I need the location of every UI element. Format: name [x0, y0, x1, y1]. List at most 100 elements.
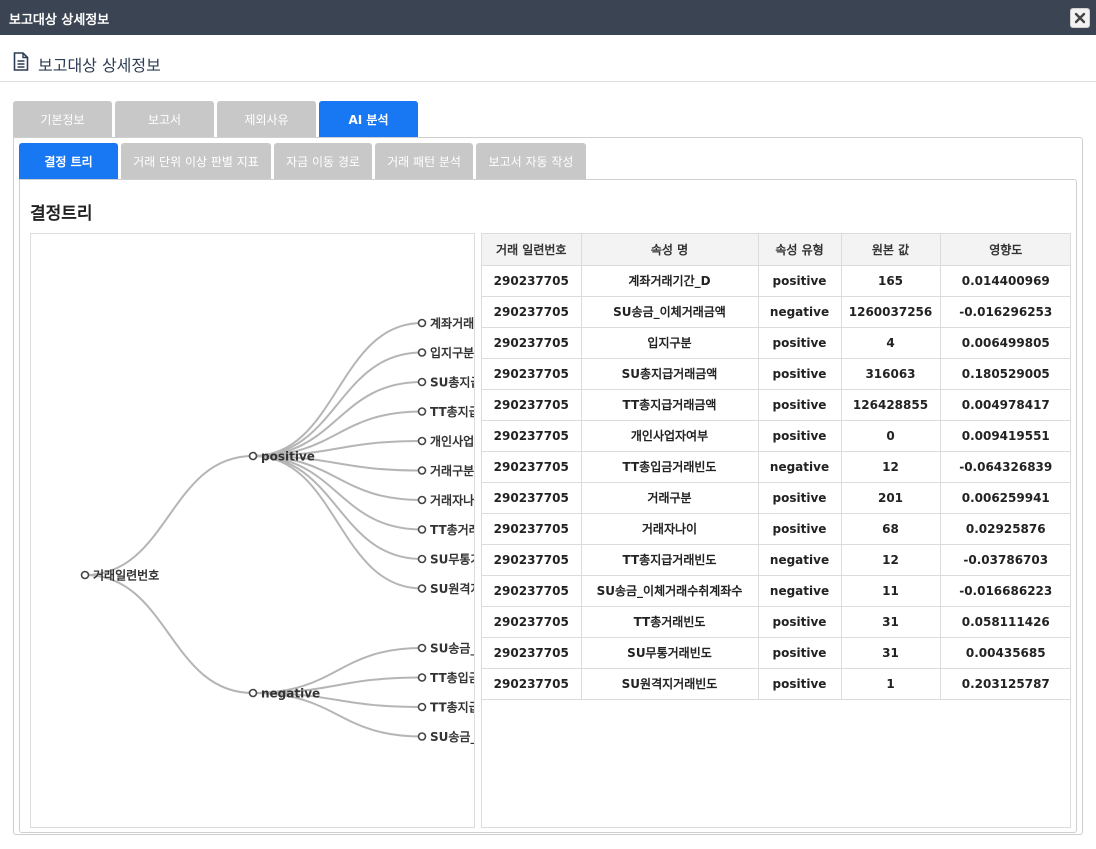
- tree-leaf-marker: [417, 407, 427, 416]
- col-header: 속성 명: [581, 234, 759, 266]
- tab-basic-info[interactable]: 기본정보: [13, 101, 112, 137]
- table-cell: 0.006499805: [940, 327, 1070, 359]
- tab-decision-tree[interactable]: 결정 트리: [19, 143, 118, 179]
- table-cell: negative: [758, 296, 842, 328]
- table-cell: TT총입금거래빈도: [581, 451, 759, 483]
- page-header: 보고대상 상세정보: [0, 35, 1096, 82]
- tree-link: [252, 676, 423, 694]
- table-cell: positive: [758, 265, 842, 297]
- table-cell: 거래구분: [581, 482, 759, 514]
- tab-label: 제외사유: [244, 112, 289, 127]
- tree-leaf-marker: [417, 584, 427, 593]
- table-cell: 290237705: [482, 451, 582, 483]
- tree-leaf-marker: [417, 495, 427, 505]
- table-cell: positive: [758, 389, 842, 421]
- table-cell: 0.02925876: [940, 513, 1070, 545]
- table-cell: -0.064326839: [940, 451, 1070, 483]
- tree-branch-label: negative: [261, 687, 320, 701]
- tab-report[interactable]: 보고서: [115, 101, 214, 137]
- table-cell: 거래자나이: [581, 513, 759, 545]
- tree-nodes: 거래일련번호positive계좌거래입지구분SU총지급TT총지급개인사업거래구분…: [80, 316, 475, 745]
- table-cell: positive: [758, 420, 842, 452]
- document-icon: [13, 52, 29, 71]
- tree-link: [252, 455, 423, 501]
- close-icon: [1074, 12, 1086, 24]
- tree-leaf-label: TT총지급: [430, 700, 475, 715]
- tab-label: 보고서: [147, 112, 182, 127]
- page-title: 보고대상 상세정보: [38, 56, 161, 75]
- tab-report-autogen[interactable]: 보고서 자동 작성: [476, 143, 586, 179]
- table-cell: positive: [758, 513, 842, 545]
- table-cell: 입지구분: [581, 327, 759, 359]
- tree-leaf-label: 입지구분: [430, 345, 474, 360]
- tree-link: [252, 455, 423, 560]
- tree-link: [252, 322, 423, 457]
- col-header: 거래 일련번호: [482, 234, 582, 266]
- table-cell: 290237705: [482, 606, 582, 638]
- table-cell: 31: [841, 606, 941, 638]
- tab-pattern-analysis[interactable]: 거래 패턴 분석: [375, 143, 473, 179]
- table-cell: positive: [758, 482, 842, 514]
- table-cell: 290237705: [482, 265, 582, 297]
- close-button[interactable]: [1070, 8, 1090, 28]
- decision-tree-panel[interactable]: 거래일련번호positive계좌거래입지구분SU총지급TT총지급개인사업거래구분…: [30, 233, 475, 828]
- tree-link: [252, 440, 423, 457]
- tree-leaf-marker: [417, 554, 427, 564]
- tree-leaf-label: SU원격지: [430, 581, 475, 596]
- tree-leaf-label: TT총거래: [430, 522, 475, 537]
- tree-leaf-marker: [417, 702, 427, 712]
- tab-label: 기본정보: [40, 112, 85, 127]
- table-cell: -0.016686223: [940, 575, 1070, 607]
- tree-links: [84, 322, 423, 738]
- tab-label: 거래 단위 이상 판별 지표: [133, 154, 259, 169]
- table-cell: 290237705: [482, 327, 582, 359]
- table-cell: TT총지급거래금액: [581, 389, 759, 421]
- tab-fund-flow-path[interactable]: 자금 이동 경로: [274, 143, 372, 179]
- tree-leaf-label: TT총입금: [430, 670, 475, 685]
- tree-link: [252, 381, 423, 457]
- table-header-row: 거래 일련번호 속성 명 속성 유형 원본 값 영향도: [482, 234, 1070, 266]
- table-cell: 개인사업자여부: [581, 420, 759, 452]
- table-cell: SU송금_이체거래금액: [581, 296, 759, 328]
- tab-anomaly-indicator[interactable]: 거래 단위 이상 판별 지표: [121, 143, 271, 179]
- tree-leaf-marker: [417, 377, 427, 387]
- tree-leaf-marker: [417, 318, 427, 328]
- tab-label: AI 분석: [348, 112, 389, 127]
- tree-link: [252, 455, 423, 472]
- table-cell: 31: [841, 637, 941, 669]
- tree-leaf-label: 개인사업: [430, 434, 474, 449]
- table-cell: 290237705: [482, 637, 582, 669]
- col-header: 속성 유형: [758, 234, 842, 266]
- table-cell: 0.00435685: [940, 637, 1070, 669]
- col-header: 영향도: [940, 234, 1070, 266]
- tree-leaf-marker: [417, 643, 427, 653]
- table-cell: 계좌거래기간_D: [581, 265, 759, 297]
- tree-link: [252, 455, 423, 590]
- table-cell: negative: [758, 451, 842, 483]
- table-cell: negative: [758, 544, 842, 576]
- table-cell: 0.006259941: [940, 482, 1070, 514]
- tab-ai-analysis[interactable]: AI 분석: [319, 101, 418, 137]
- table-cell: 0: [841, 420, 941, 452]
- table-cell: 290237705: [482, 482, 582, 514]
- tab-exclusion-reason[interactable]: 제외사유: [217, 101, 316, 137]
- tree-leaf-marker: [417, 525, 427, 534]
- tab-label: 거래 패턴 분석: [387, 154, 461, 169]
